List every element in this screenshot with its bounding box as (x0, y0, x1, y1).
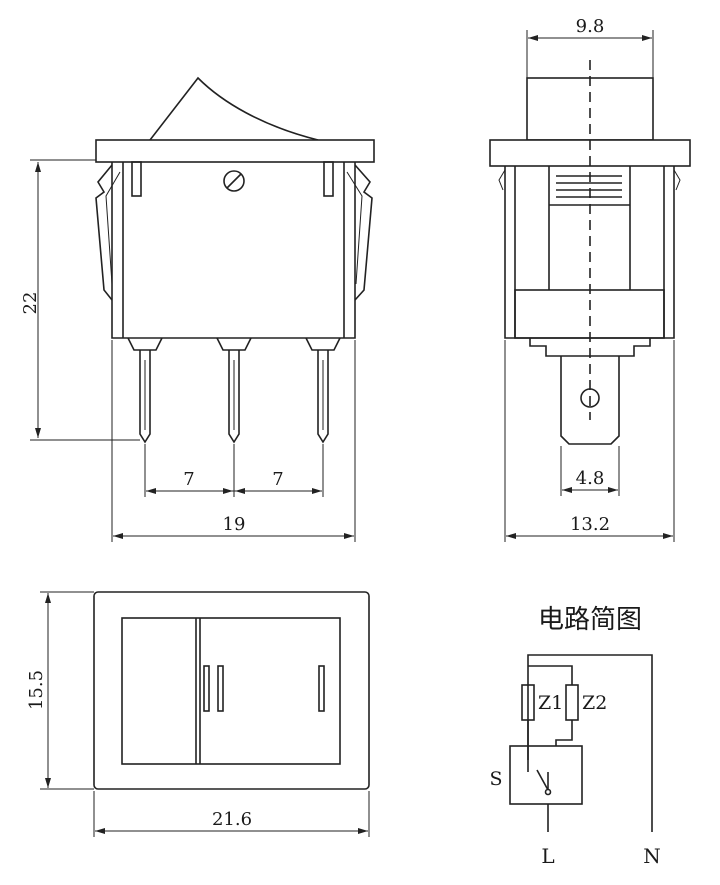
dimension-side-width: 13.2 (504, 340, 675, 542)
switch-box-icon (509, 745, 583, 805)
indicator-slot-2 (217, 665, 224, 712)
dimension-bottom-width: 21.6 (93, 791, 370, 837)
dim-7-right-label: 7 (272, 469, 283, 490)
dim-15-5-label: 15.5 (26, 670, 47, 710)
screw-icon (223, 170, 245, 192)
dim-22-label: 22 (20, 292, 41, 315)
lamp-z1-label: Z1 (538, 692, 563, 714)
dimension-bottom-height: 15.5 (26, 591, 94, 790)
indicator-slot-3 (318, 665, 325, 712)
lamp-z2-icon (565, 684, 579, 721)
dim-19-label: 19 (223, 514, 246, 535)
top-view: 15.5 21.6 (26, 591, 370, 837)
dim-21-6-label: 21.6 (212, 809, 252, 830)
circuit-diagram: 电路简图 Z1 Z2 S L N (489, 605, 660, 868)
live-label: L (541, 844, 554, 868)
indicator-slot-1 (203, 665, 210, 712)
dim-4-8-label: 4.8 (576, 468, 605, 489)
left-clip (95, 164, 113, 301)
dimension-side-top: 9.8 (526, 16, 654, 78)
right-clip (354, 164, 373, 301)
front-terminals (127, 337, 341, 444)
front-body (111, 162, 356, 339)
dimension-pitch: 7 7 (144, 444, 324, 497)
front-flange (95, 139, 375, 163)
dimension-height: 22 (20, 159, 140, 441)
top-outer-frame (93, 591, 370, 790)
top-inner-rocker (121, 617, 341, 765)
dimension-front-width: 19 (111, 340, 356, 542)
switch-label: S (489, 768, 502, 790)
circuit-title: 电路简图 (538, 605, 642, 635)
front-view: 22 7 7 19 (20, 76, 375, 542)
dim-9-8-label: 9.8 (576, 16, 605, 37)
dimension-terminal: 4.8 (560, 446, 620, 496)
lamp-z2-label: Z2 (582, 692, 607, 714)
side-terminal (560, 356, 620, 445)
side-view: 9.8 4.8 13.2 (489, 16, 691, 542)
dim-7-left-label: 7 (183, 469, 194, 490)
neutral-label: N (643, 844, 661, 868)
rocker-actuator (149, 76, 319, 141)
dim-13-2-label: 13.2 (570, 514, 610, 535)
